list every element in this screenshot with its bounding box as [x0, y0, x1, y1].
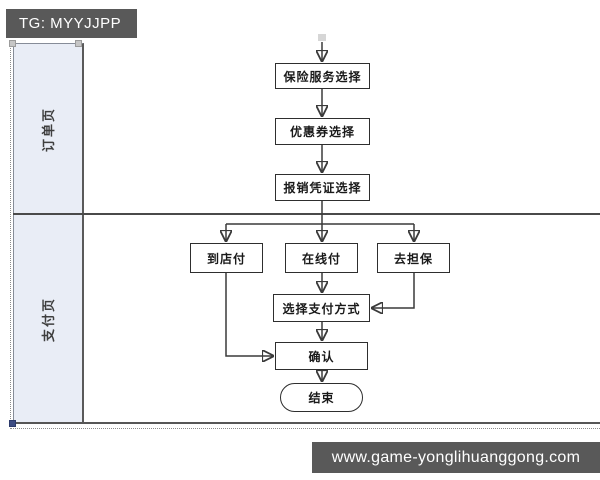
- connector-endpoint-marker: [318, 34, 326, 41]
- tg-tag-label: TG: MYYJJPP: [6, 9, 137, 38]
- edge-guarantee-choose: [372, 273, 415, 308]
- lane-bottom-border: [13, 422, 600, 424]
- flow-node-go-guarantee[interactable]: 去担保: [377, 243, 450, 273]
- flow-node-coupon-select[interactable]: 优惠券选择: [275, 118, 370, 145]
- flow-node-choose-payment[interactable]: 选择支付方式: [273, 294, 370, 322]
- selection-handle[interactable]: [9, 40, 16, 47]
- flow-node-end[interactable]: 结束: [280, 383, 363, 412]
- selection-handle[interactable]: [9, 420, 16, 427]
- flow-node-confirm[interactable]: 确认: [275, 342, 368, 370]
- site-watermark: www.game-yonglihuanggong.com: [312, 442, 600, 473]
- selection-handle[interactable]: [75, 40, 82, 47]
- lane-label-order-page: 订单页: [41, 106, 57, 152]
- flow-node-pay-at-store[interactable]: 到店付: [190, 243, 263, 273]
- lane-divider-line: [13, 213, 600, 215]
- flow-node-pay-online[interactable]: 在线付: [285, 243, 358, 273]
- flow-node-voucher-select[interactable]: 报销凭证选择: [275, 174, 370, 201]
- lane-label-payment-page: 支付页: [41, 296, 57, 342]
- selection-marquee-left: [10, 43, 11, 429]
- selection-marquee-bottom: [10, 428, 600, 429]
- lane-header-payment-page[interactable]: 支付页: [13, 215, 84, 424]
- flow-node-insurance-service[interactable]: 保险服务选择: [275, 63, 370, 89]
- lane-header-order-page[interactable]: 订单页: [13, 43, 84, 215]
- edge-store-confirm: [225, 273, 273, 356]
